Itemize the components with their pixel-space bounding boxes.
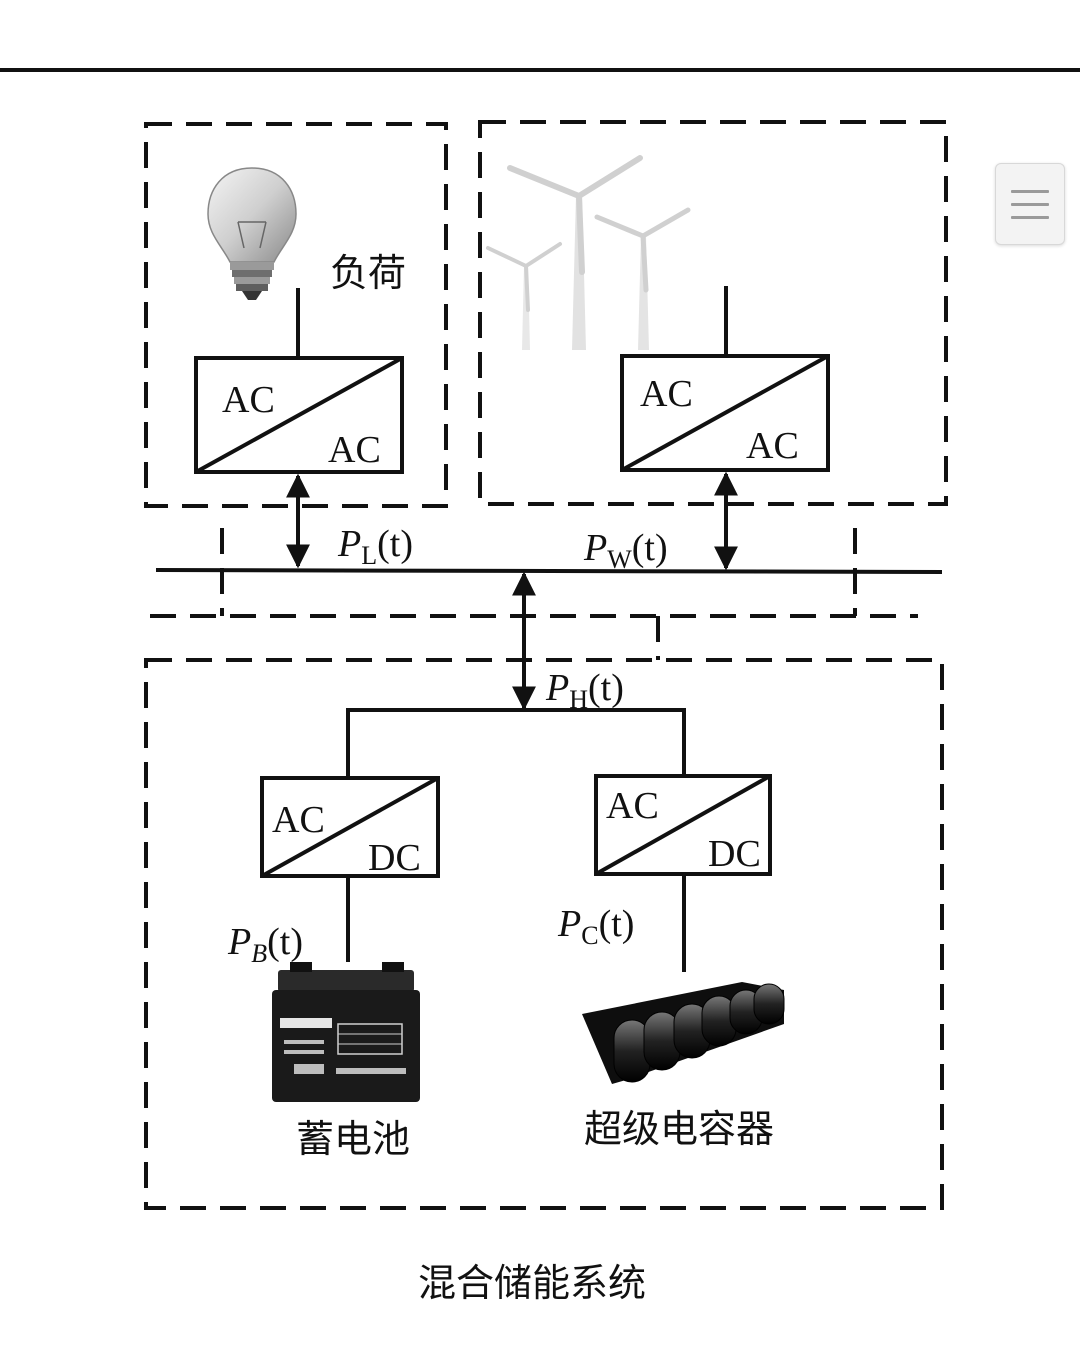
wind-flow-label: PW(t) [583,527,668,574]
supercap-converter-top-label: AC [606,785,659,827]
menu-button[interactable] [995,163,1065,245]
load-converter-bottom-label: AC [328,429,381,471]
load-converter-top-label: AC [222,379,275,421]
hamburger-menu-icon [1011,190,1049,193]
wind-converter-bottom-label: AC [746,425,799,467]
hybrid-flow-label: PH(t) [545,667,624,714]
battery-flow-label: PB(t) [227,921,303,968]
battery-converter: AC DC [260,776,440,879]
bus-region-border [150,528,918,660]
wind-converter: AC AC [620,354,830,472]
wind-region-border [478,120,948,506]
light-bulb-icon [207,167,297,300]
diagram-caption: 混合储能系统 [418,1261,646,1305]
battery-converter-bottom-label: DC [368,837,421,879]
wind-turbines-icon [486,155,691,350]
battery-label: 蓄电池 [296,1117,410,1161]
hamburger-menu-icon-line-2 [1011,203,1049,206]
hamburger-menu-icon-line-3 [1011,216,1049,219]
load-label: 负荷 [330,251,406,295]
load-flow-label: PL(t) [337,523,413,570]
battery-converter-top-label: AC [272,799,325,841]
supercap-converter-bottom-label: DC [708,833,761,875]
load-converter: AC AC [194,356,404,474]
storage-branch-line [346,708,686,778]
battery-icon [272,962,420,1102]
supercap-converter: AC DC [594,774,772,876]
wind-converter-top-label: AC [640,373,693,415]
ac-bus [155,568,943,574]
storage-region-border [144,658,944,1210]
supercap-label: 超级电容器 [584,1107,774,1151]
load-region-border [144,122,448,508]
supercapacitor-icon [582,982,785,1084]
supercap-flow-label: PC(t) [557,903,634,950]
